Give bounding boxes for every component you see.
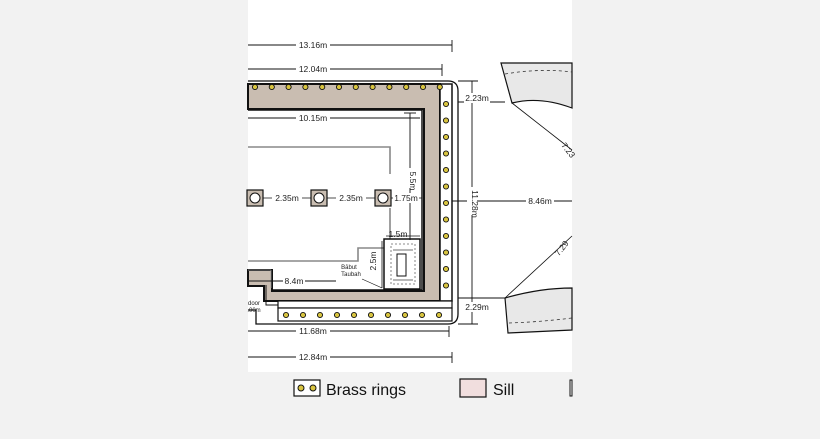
door-frame (265, 285, 278, 306)
brass-ring (282, 311, 290, 319)
dim-row-left: 2.35m (275, 193, 299, 203)
legend: Brass rings Sill (293, 378, 573, 399)
dim-top-outer: 12.04m (299, 64, 327, 74)
dim-row-right: 1.75m (394, 193, 418, 203)
arc-bottom-radius-line (504, 235, 573, 299)
label-bg (405, 168, 415, 188)
brass-ring (436, 83, 443, 91)
brass-ring (442, 183, 450, 190)
label-bg (467, 187, 477, 215)
brass-ring (268, 83, 275, 91)
label-bg (283, 276, 305, 286)
brass-ring (442, 232, 450, 240)
brass-ring (316, 311, 324, 319)
label-bg (296, 326, 330, 336)
hijr-arc-top-dashed (504, 70, 573, 75)
hijr-arc-bottom (504, 287, 573, 334)
brass-ring (350, 311, 358, 319)
brass-ring (367, 311, 375, 319)
dim-door-width: 1.5m (389, 229, 408, 239)
babut-taubah-stair (383, 238, 421, 290)
legend-sill-swatch (459, 378, 487, 398)
dim-top-total: 13.16m (299, 40, 327, 50)
brass-ring (403, 83, 410, 91)
hijr-arc-bottom-dashed (508, 317, 573, 324)
brass-ring (285, 83, 292, 91)
dim-door-height: 2.5m (368, 252, 378, 271)
babut-pointer (361, 278, 383, 289)
dim-top-inner: 10.15m (299, 113, 327, 123)
hijr-arc-top (500, 62, 573, 109)
brass-ring (419, 83, 427, 91)
brass-ring (302, 83, 309, 91)
label-bg (296, 40, 330, 50)
dim-row-mid: 2.35m (339, 193, 363, 203)
dim-vertical-inner: 5.5m (408, 172, 418, 191)
pillar-right (374, 189, 392, 207)
brass-ring (442, 265, 450, 273)
label-bg (296, 352, 330, 362)
label-bg (393, 193, 419, 203)
arc-top-radius-line (511, 102, 573, 151)
brass-ring (442, 150, 450, 157)
brass-ring (384, 311, 392, 319)
babut-taubah-label-2: Taubah (341, 272, 361, 278)
brass-ring (442, 100, 450, 108)
brass-ring (386, 83, 393, 91)
legend-brass-rings-label: Brass rings (326, 382, 406, 399)
brass-ring (352, 83, 359, 91)
brass-ring (442, 249, 450, 256)
brass-rings (251, 83, 450, 319)
label-bg (296, 113, 330, 123)
brass-ring (442, 282, 450, 289)
bottom-ring-band (277, 307, 453, 322)
babut-taubah-label-1: Bābut (341, 265, 357, 271)
brass-ring (442, 166, 450, 174)
label-bg (464, 93, 490, 103)
brass-ring (319, 83, 326, 91)
legend-brass-rings-swatch (293, 379, 321, 397)
bottom-sill-band (277, 300, 453, 309)
brass-ring (442, 199, 450, 207)
dim-right-bottom: 2.29m (465, 302, 489, 312)
label-bg (464, 302, 490, 312)
brass-ring (418, 311, 426, 319)
brass-ring (401, 311, 409, 319)
label-bg (272, 193, 302, 203)
legend-cut-swatch (569, 379, 573, 397)
dim-right-top: 2.23m (465, 93, 489, 103)
door-partial-label: door (248, 301, 260, 307)
label-bg (526, 196, 554, 206)
label-bg (372, 255, 381, 273)
dim-bottom-inner: 11.68m (299, 326, 327, 336)
label-bg (336, 193, 366, 203)
dim-left-lower: 8.4m (285, 276, 304, 286)
dim-right-height: 11.28m (470, 190, 480, 218)
brass-ring (442, 216, 450, 223)
brass-ring (435, 311, 443, 319)
pillar-left (246, 189, 264, 207)
inner-guide-line (248, 146, 391, 262)
dim-hijr-width: 8.46m (528, 196, 552, 206)
brass-ring (299, 311, 307, 319)
brass-ring (335, 83, 343, 91)
label-bg (296, 64, 330, 74)
brass-ring (251, 83, 259, 91)
brass-ring (442, 117, 450, 124)
brass-ring (442, 133, 450, 141)
brass-ring (369, 83, 376, 91)
door-partial-value: .00m (247, 308, 260, 314)
legend-sill-label: Sill (493, 382, 514, 399)
pillar-middle (310, 189, 328, 207)
inner-wall-line (248, 109, 423, 290)
brass-ring (333, 311, 341, 319)
dim-bottom-total: 12.84m (299, 352, 327, 362)
